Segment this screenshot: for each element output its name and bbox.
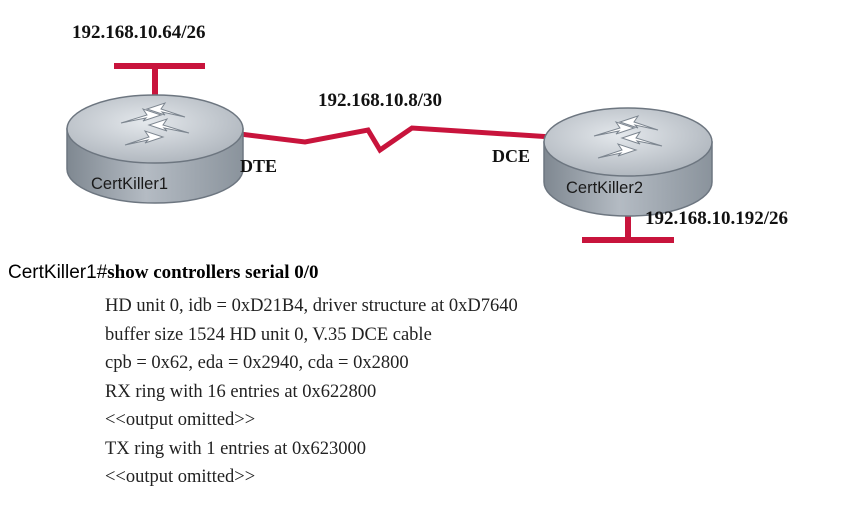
- output-line: HD unit 0, idb = 0xD21B4, driver structu…: [105, 296, 518, 316]
- dte-label: DTE: [240, 156, 278, 176]
- output-line: TX ring with 1 entries at 0x623000: [105, 438, 367, 459]
- output-line: <<output omitted>>: [105, 410, 256, 430]
- command-line: CertKiller1#show controllers serial 0/0: [8, 262, 319, 284]
- output-line: RX ring with 16 entries at 0x622800: [105, 381, 377, 402]
- command-output: HD unit 0, idb = 0xD21B4, driver structu…: [105, 292, 518, 492]
- serial-link: [231, 125, 553, 154]
- serial-link-label: 192.168.10.8/30: [318, 90, 443, 111]
- cli-prompt: CertKiller1#: [8, 262, 108, 283]
- output-line: buffer size 1524 HD unit 0, V.35 DCE cab…: [105, 324, 432, 345]
- output-line: cpb = 0x62, eda = 0x2940, cda = 0x2800: [105, 353, 409, 373]
- router-certkiller2: CertKiller2: [543, 107, 713, 217]
- left-lan-label: 192.168.10.64/26: [72, 22, 206, 43]
- cli-command: show controllers serial 0/0: [107, 262, 319, 283]
- router-label-right: CertKiller2: [566, 179, 643, 197]
- router-label-left: CertKiller1: [91, 175, 168, 193]
- router-certkiller1: CertKiller1: [66, 94, 244, 204]
- right-lan-label: 192.168.10.192/26: [645, 208, 789, 229]
- dce-label: DCE: [492, 146, 531, 166]
- output-line: <<output omitted>>: [105, 467, 256, 487]
